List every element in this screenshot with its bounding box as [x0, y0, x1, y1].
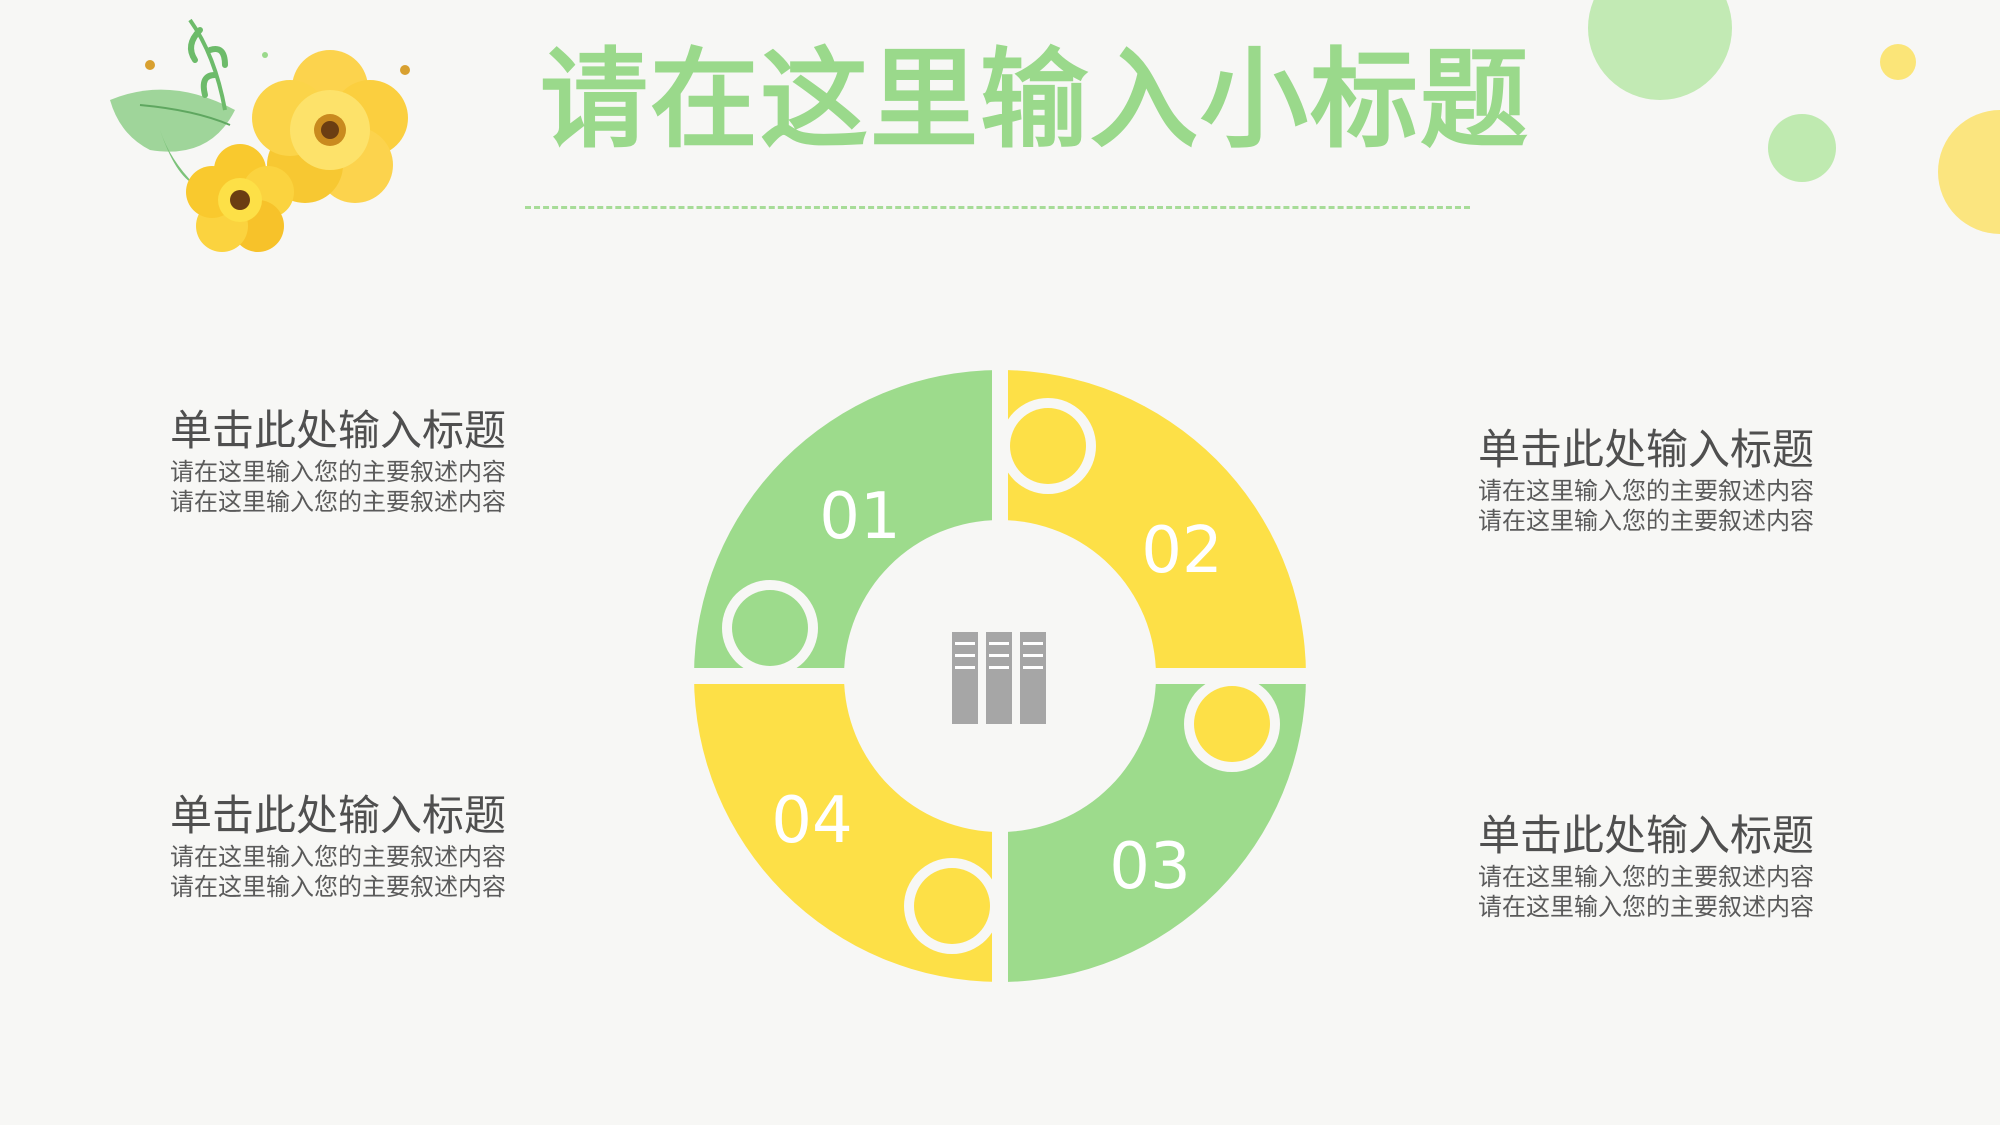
segment-label-03: 03: [1109, 830, 1190, 904]
block-heading[interactable]: 单击此处输入标题: [1478, 811, 1815, 860]
block-heading[interactable]: 单击此处输入标题: [170, 791, 507, 840]
block-line[interactable]: 请在这里输入您的主要叙述内容: [1478, 893, 1814, 921]
puzzle-tab-02: [1010, 408, 1086, 484]
segment-label-04: 04: [771, 784, 852, 858]
text-block-03[interactable]: 单击此处输入标题 请在这里输入您的主要叙述内容 请在这里输入您的主要叙述内容: [1478, 810, 1814, 922]
block-heading[interactable]: 单击此处输入标题: [170, 406, 507, 455]
text-block-02[interactable]: 单击此处输入标题 请在这里输入您的主要叙述内容 请在这里输入您的主要叙述内容: [1478, 424, 1814, 536]
block-line[interactable]: 请在这里输入您的主要叙述内容: [1478, 477, 1814, 505]
block-line[interactable]: 请在这里输入您的主要叙述内容: [170, 873, 506, 901]
slide-title[interactable]: 请在这里输入小标题: [540, 38, 1531, 163]
puzzle-tab-01: [732, 590, 808, 666]
small-flower: [186, 144, 294, 252]
block-line[interactable]: 请在这里输入您的主要叙述内容: [1478, 863, 1814, 891]
block-line[interactable]: 请在这里输入您的主要叙述内容: [1478, 507, 1814, 535]
segment-label-01: 01: [819, 480, 900, 554]
block-heading[interactable]: 单击此处输入标题: [1478, 425, 1815, 474]
server-rack-icon: [952, 632, 1046, 724]
segment-label-02: 02: [1141, 514, 1222, 588]
block-line[interactable]: 请在这里输入您的主要叙述内容: [170, 458, 506, 486]
puzzle-tab-04: [914, 868, 990, 944]
block-line[interactable]: 请在这里输入您的主要叙述内容: [170, 488, 506, 516]
text-block-01[interactable]: 单击此处输入标题 请在这里输入您的主要叙述内容 请在这里输入您的主要叙述内容: [170, 405, 506, 517]
puzzle-tab-03: [1194, 686, 1270, 762]
title-divider: [525, 206, 1470, 209]
block-line[interactable]: 请在这里输入您的主要叙述内容: [170, 843, 506, 871]
text-block-04[interactable]: 单击此处输入标题 请在这里输入您的主要叙述内容 请在这里输入您的主要叙述内容: [170, 790, 506, 902]
